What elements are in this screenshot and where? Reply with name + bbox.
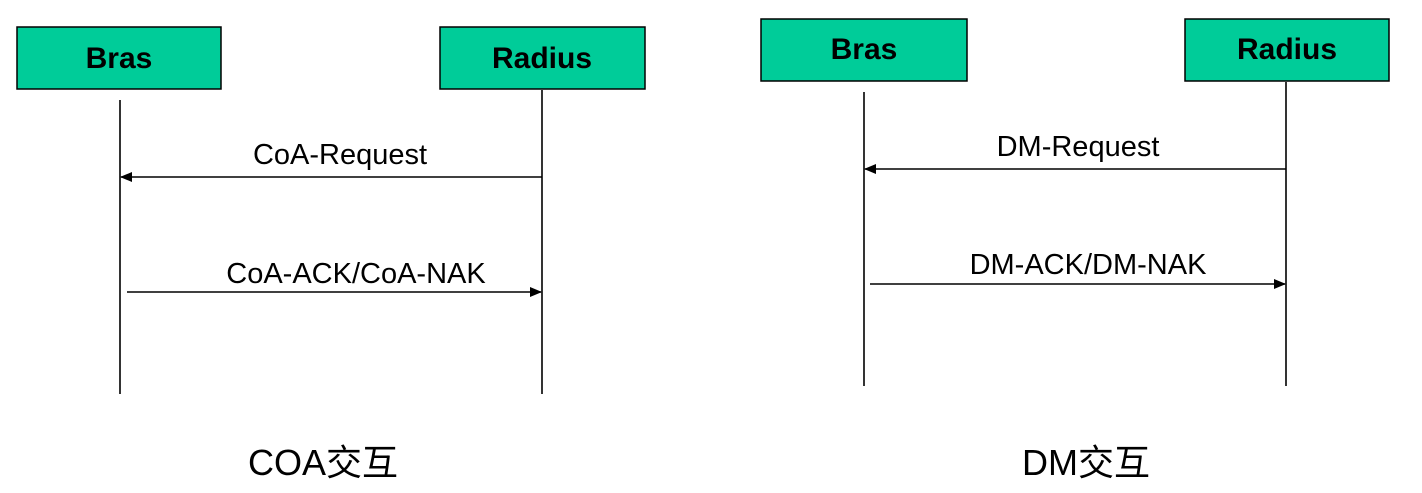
coa-request-label: CoA-Request xyxy=(253,139,427,171)
dm-ack-label: DM-ACK/DM-NAK xyxy=(970,249,1207,281)
dm-request-label: DM-Request xyxy=(997,131,1160,163)
dm-bras-label: Bras xyxy=(831,33,898,66)
coa-bras-label: Bras xyxy=(86,42,153,75)
dm-participant-radius: Radius xyxy=(1184,18,1390,82)
coa-diagram: Bras Radius CoA-Request CoA-ACK/CoA-NAK … xyxy=(16,26,646,483)
coa-participant-bras: Bras xyxy=(16,26,222,90)
coa-participant-radius: Radius xyxy=(439,26,646,90)
dm-caption: DM交互 xyxy=(1022,442,1150,483)
coa-ack-message: CoA-ACK/CoA-NAK xyxy=(127,258,542,297)
coa-caption: COA交互 xyxy=(248,442,398,483)
coa-request-message: CoA-Request xyxy=(120,139,542,182)
coa-ack-label: CoA-ACK/CoA-NAK xyxy=(226,258,486,290)
coa-radius-label: Radius xyxy=(492,42,592,75)
dm-radius-label: Radius xyxy=(1237,33,1337,66)
coa-bras-box xyxy=(16,26,222,90)
coa-radius-box xyxy=(439,26,646,90)
dm-request-message: DM-Request xyxy=(864,131,1286,174)
dm-bras-box xyxy=(760,18,968,82)
dm-ack-message: DM-ACK/DM-NAK xyxy=(870,249,1286,289)
dm-participant-bras: Bras xyxy=(760,18,968,82)
dm-radius-box xyxy=(1184,18,1390,82)
dm-diagram: Bras Radius DM-Request DM-ACK/DM-NAK DM交… xyxy=(760,18,1390,483)
